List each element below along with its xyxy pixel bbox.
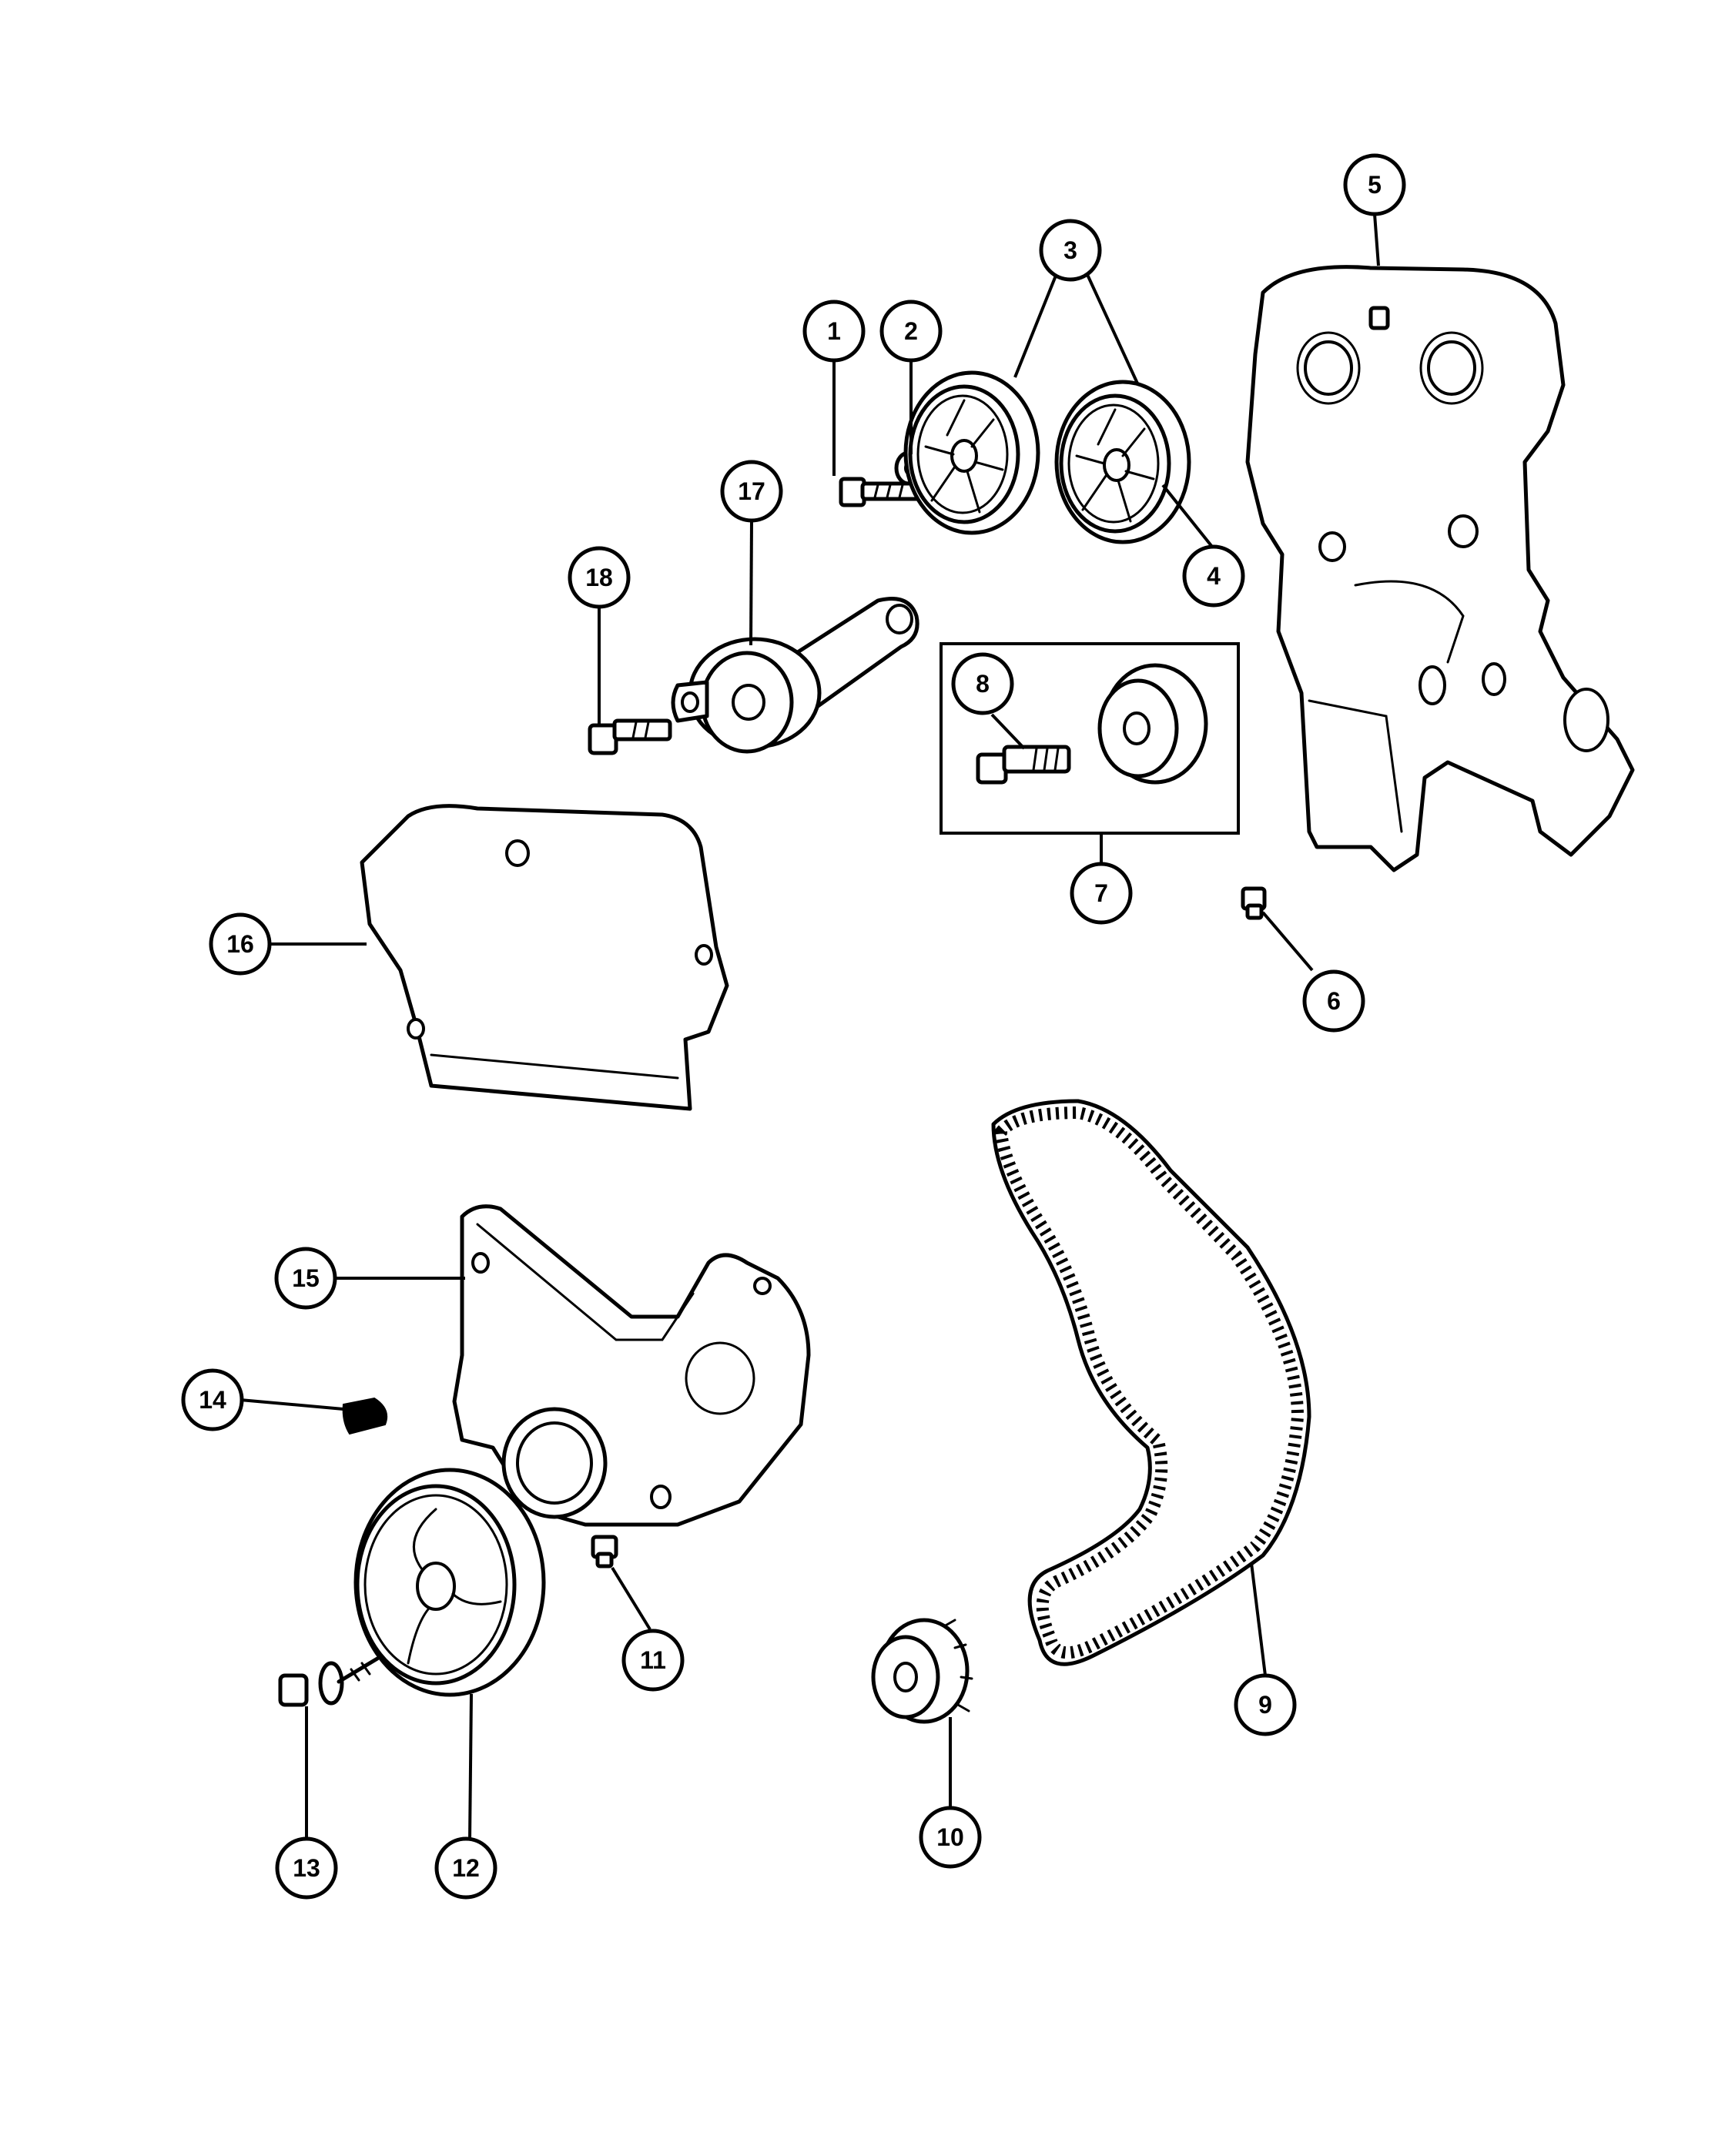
callout-label: 14 <box>199 1386 226 1414</box>
callout-label: 12 <box>452 1854 480 1882</box>
camshaft-sprocket-right-part-3 <box>1054 380 1191 544</box>
callout-label: 11 <box>640 1646 666 1674</box>
callout-14: 14 <box>181 1368 244 1431</box>
callout-label: 18 <box>585 564 613 591</box>
callout-18: 18 <box>568 546 631 609</box>
callout-13: 13 <box>275 1836 338 1900</box>
leader-lines <box>239 213 1380 1841</box>
callout-label: 2 <box>904 317 918 345</box>
idler-bolt-part-8 <box>976 745 1071 785</box>
callout-11: 11 <box>621 1629 685 1692</box>
crankshaft-pulley-part-12 <box>353 1468 546 1697</box>
callout-label: 15 <box>292 1264 320 1292</box>
timing-belt-part-9 <box>991 1099 1311 1666</box>
idler-assembly-box-part-7 <box>940 642 1240 835</box>
callout-label: 8 <box>976 670 990 698</box>
callout-3: 3 <box>1039 219 1102 282</box>
lower-front-timing-cover-part-15 <box>452 1204 811 1527</box>
callout-4: 4 <box>1182 544 1245 608</box>
callout-label: 3 <box>1063 236 1077 264</box>
callout-8: 8 <box>951 652 1014 715</box>
bolt-part-6 <box>1241 886 1267 920</box>
callout-15: 15 <box>274 1247 337 1310</box>
callout-label: 1 <box>827 317 841 345</box>
callout-label: 9 <box>1258 1691 1272 1719</box>
callout-16: 16 <box>209 912 272 976</box>
callout-17: 17 <box>720 460 783 523</box>
crankshaft-sprocket-part-10 <box>871 1618 973 1724</box>
callout-9: 9 <box>1234 1673 1297 1736</box>
callout-label: 16 <box>226 930 254 958</box>
woodruff-key-part-14 <box>342 1397 388 1435</box>
callout-6: 6 <box>1302 969 1365 1033</box>
pulley-bolt-part-13 <box>278 1656 380 1707</box>
callout-12: 12 <box>434 1836 497 1900</box>
callout-label: 13 <box>293 1854 320 1882</box>
callout-label: 17 <box>738 477 765 505</box>
callout-label: 6 <box>1327 987 1341 1015</box>
callout-1: 1 <box>802 300 866 363</box>
bolt-part-18 <box>588 718 672 755</box>
callout-label: 10 <box>936 1823 964 1851</box>
camshaft-sprocket-left-part-3 <box>903 370 1040 535</box>
idler-pulley <box>1097 663 1208 785</box>
callout-7: 7 <box>1070 862 1133 925</box>
callout-label: 5 <box>1368 171 1382 199</box>
upper-front-timing-cover-part-16 <box>360 804 729 1111</box>
callout-label: 4 <box>1207 562 1221 590</box>
callout-10: 10 <box>919 1806 982 1869</box>
callout-5: 5 <box>1343 153 1406 216</box>
callout-2: 2 <box>879 300 943 363</box>
callout-label: 7 <box>1094 879 1108 907</box>
rear-timing-cover-part-5 <box>1245 265 1635 872</box>
bolt-part-11 <box>591 1535 618 1568</box>
tensioner-part-17 <box>671 597 919 754</box>
